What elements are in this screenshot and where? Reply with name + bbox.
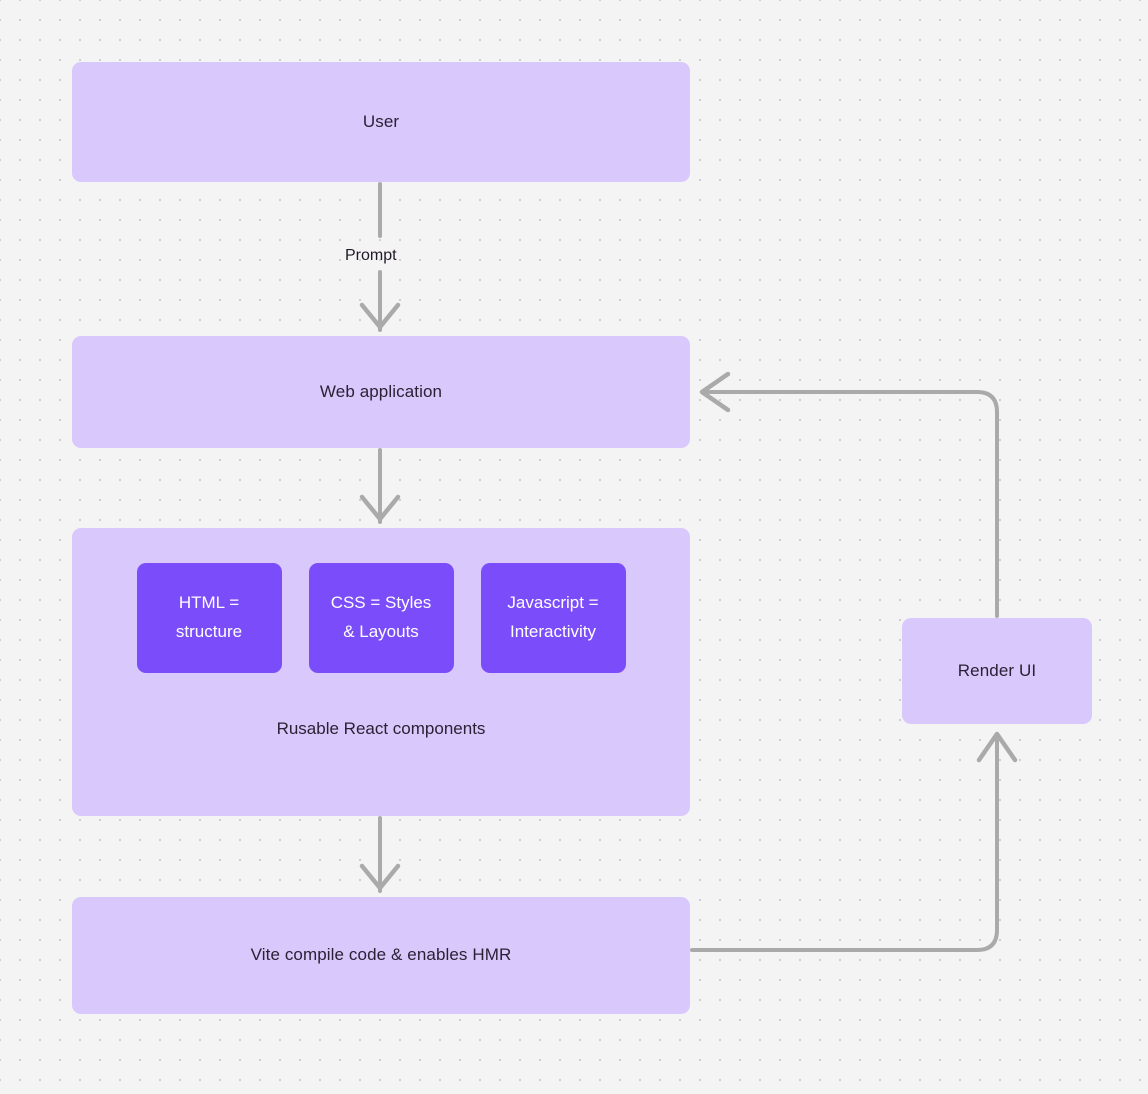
subnode-css-label: CSS = Styles & Layouts (330, 593, 432, 641)
node-components-container-caption: Rusable React components (276, 719, 486, 738)
subnode-css[interactable]: CSS = Styles & Layouts (308, 563, 454, 673)
edge-prompt-to-webapp (359, 270, 401, 332)
edge-label-prompt: Prompt (345, 247, 397, 264)
node-vite[interactable]: Vite compile code & enables HMR (72, 897, 690, 1014)
edge-vite-to-render-ui (690, 731, 1018, 952)
node-vite-label: Vite compile code & enables HMR (250, 945, 512, 965)
subnode-html[interactable]: HTML = structure (136, 563, 282, 673)
edge-render-ui-to-webapp (699, 371, 999, 618)
node-user-label: User (362, 111, 400, 131)
node-render-ui-label: Render UI (957, 660, 1037, 680)
subnode-html-label: HTML = structure (175, 593, 243, 641)
subnode-row: HTML = structure CSS = Styles & Layouts … (72, 563, 690, 673)
node-web-application-label: Web application (319, 381, 443, 401)
edge-webapp-to-components (359, 448, 401, 524)
node-components-container[interactable]: HTML = structure CSS = Styles & Layouts … (72, 528, 690, 816)
subnode-javascript-label: Javascript = Interactivity (507, 593, 599, 641)
edge-components-to-vite (359, 816, 401, 893)
subnode-javascript[interactable]: Javascript = Interactivity (480, 563, 626, 673)
node-user[interactable]: User (72, 62, 690, 182)
node-render-ui[interactable]: Render UI (902, 618, 1092, 724)
node-web-application[interactable]: Web application (72, 336, 690, 448)
